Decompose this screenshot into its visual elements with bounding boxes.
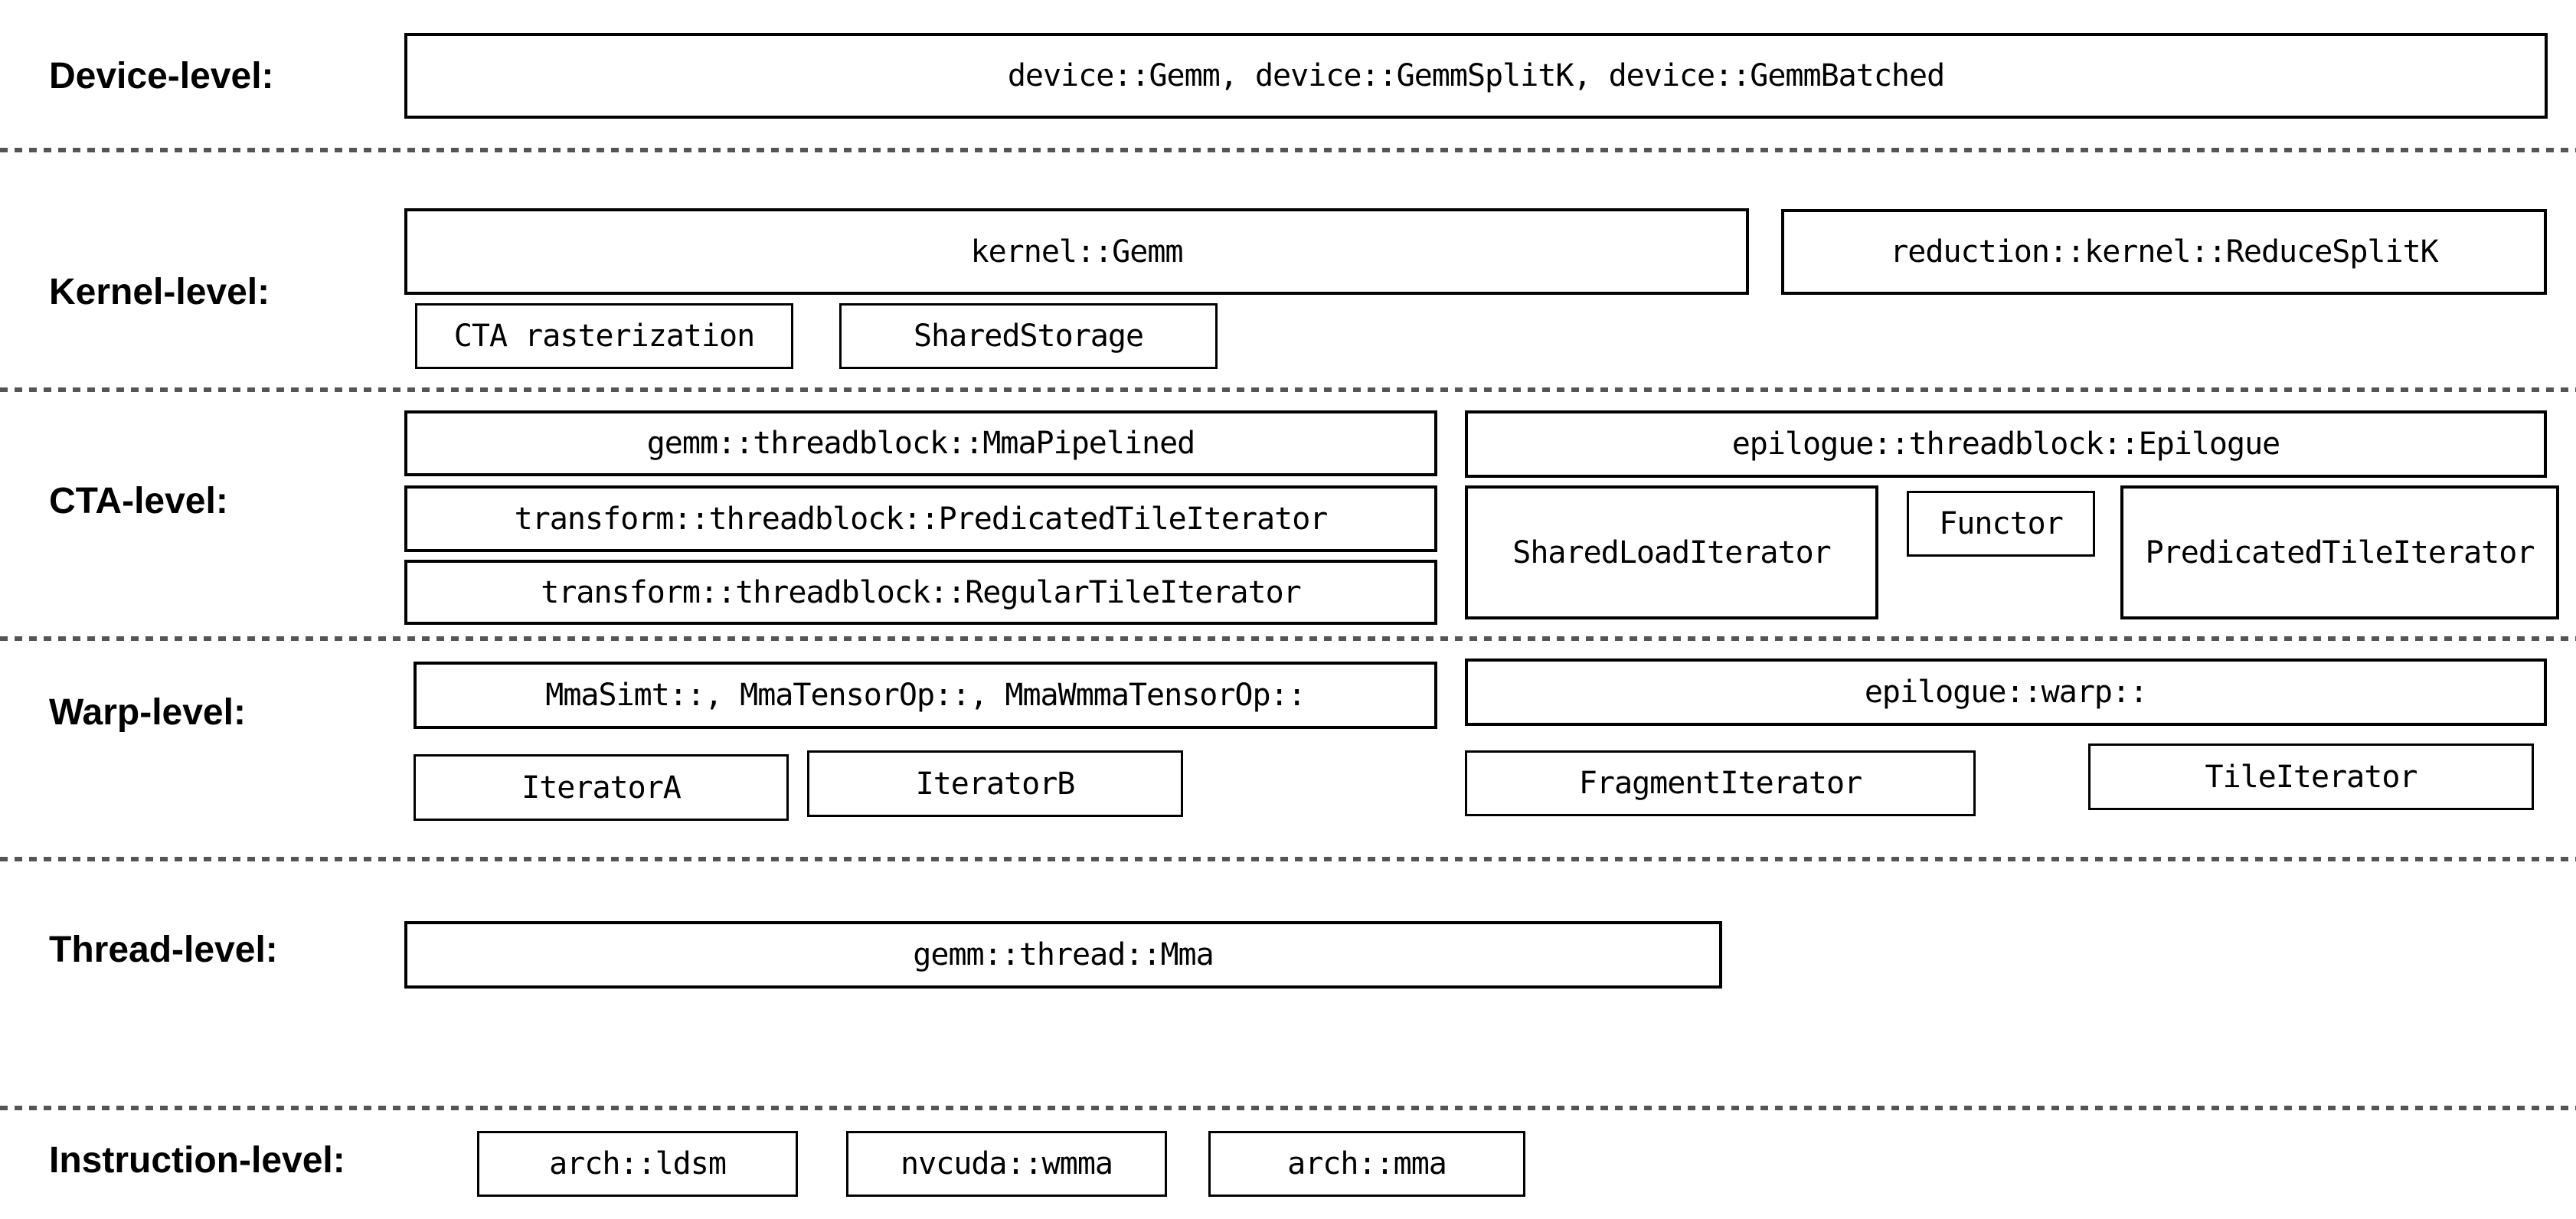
level-label-instruction: Instruction-level:: [49, 1139, 345, 1181]
device-gemm-box: device::Gemm, device::GemmSplitK, device…: [404, 33, 2548, 119]
regular-tile-iterator-box: transform::threadblock::RegularTileItera…: [404, 560, 1437, 625]
epilogue-predicated-tile-iterator-box: PredicatedTileIterator: [2120, 485, 2559, 619]
epilogue-threadblock-box: epilogue::threadblock::Epilogue: [1465, 410, 2547, 478]
row-separator-2: [0, 387, 2576, 392]
level-label-cta: CTA-level:: [49, 480, 228, 521]
row-separator-5: [0, 1106, 2576, 1110]
warp-mma-box: MmaSimt::, MmaTensorOp::, MmaWmmaTensorO…: [414, 662, 1437, 729]
epilogue-warp-box: epilogue::warp::: [1465, 659, 2547, 726]
level-label-device: Device-level:: [49, 55, 274, 96]
predicated-tile-iterator-box: transform::threadblock::PredicatedTileIt…: [404, 485, 1437, 552]
fragment-iterator-box: FragmentIterator: [1465, 750, 1976, 816]
reduce-splitk-box: reduction::kernel::ReduceSplitK: [1781, 209, 2547, 295]
nvcuda-wmma-box: nvcuda::wmma: [846, 1131, 1167, 1197]
cta-rasterization-box: CTA rasterization: [415, 303, 793, 369]
row-separator-3: [0, 636, 2576, 641]
tile-iterator-box: TileIterator: [2088, 743, 2534, 810]
functor-box: Functor: [1907, 491, 2095, 557]
row-separator-1: [0, 148, 2576, 152]
shared-storage-box: SharedStorage: [839, 303, 1218, 369]
level-label-kernel: Kernel-level:: [49, 271, 270, 312]
row-separator-4: [0, 857, 2576, 861]
iterator-a-box: IteratorA: [414, 754, 789, 821]
arch-ldsm-box: arch::ldsm: [477, 1131, 798, 1197]
shared-load-iterator-box: SharedLoadIterator: [1465, 485, 1878, 619]
level-label-thread: Thread-level:: [49, 929, 278, 970]
arch-mma-box: arch::mma: [1208, 1131, 1525, 1197]
mma-pipelined-box: gemm::threadblock::MmaPipelined: [404, 410, 1437, 476]
iterator-b-box: IteratorB: [807, 750, 1183, 817]
kernel-gemm-box: kernel::Gemm: [404, 208, 1749, 295]
level-label-warp: Warp-level:: [49, 691, 246, 733]
thread-mma-box: gemm::thread::Mma: [404, 921, 1722, 989]
